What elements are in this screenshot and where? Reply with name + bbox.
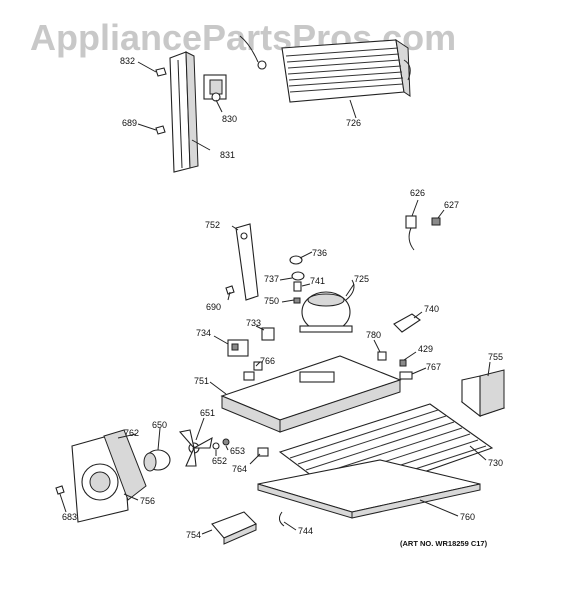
- label-832: 832: [120, 56, 135, 66]
- part-689-screw[interactable]: [155, 125, 166, 135]
- label-730: 730: [488, 458, 503, 468]
- part-760-drip-tray[interactable]: [257, 459, 481, 519]
- label-750: 750: [264, 296, 279, 306]
- part-766-clip[interactable]: [253, 361, 263, 371]
- part-726-condenser[interactable]: [239, 35, 411, 103]
- part-767-clip[interactable]: [399, 371, 413, 380]
- part-831-rail[interactable]: [169, 51, 199, 173]
- part-762-shroud-cover[interactable]: [103, 429, 147, 501]
- part-650-fan-motor[interactable]: [143, 449, 171, 472]
- part-labels: 832 689 830 831 726 626 627 752 736 737 …: [62, 56, 503, 540]
- part-733-overload[interactable]: [261, 327, 275, 341]
- label-741: 741: [310, 276, 325, 286]
- label-762: 762: [124, 428, 139, 438]
- label-736: 736: [312, 248, 327, 258]
- part-755-bracket[interactable]: [460, 369, 506, 418]
- label-754: 754: [186, 530, 201, 540]
- label-689: 689: [122, 118, 137, 128]
- label-734: 734: [196, 328, 211, 338]
- part-744-clip[interactable]: [278, 511, 285, 527]
- part-752-bracket[interactable]: [235, 223, 259, 301]
- label-766: 766: [260, 356, 275, 366]
- part-429-screw[interactable]: [399, 359, 407, 367]
- part-737-grommet[interactable]: [291, 271, 305, 281]
- part-741-sleeve[interactable]: [293, 281, 302, 292]
- label-764: 764: [232, 464, 247, 474]
- label-690: 690: [206, 302, 221, 312]
- label-831: 831: [220, 150, 235, 160]
- label-733: 733: [246, 318, 261, 328]
- label-744: 744: [298, 526, 313, 536]
- label-737: 737: [264, 274, 279, 284]
- part-750-clip[interactable]: [293, 297, 301, 304]
- part-626-sensor[interactable]: [405, 215, 417, 251]
- leader-lines: [59, 61, 491, 535]
- part-734-relay[interactable]: [227, 339, 249, 357]
- part-652-washer[interactable]: [212, 442, 220, 450]
- label-683: 683: [62, 512, 77, 522]
- label-752: 752: [205, 220, 220, 230]
- label-726: 726: [346, 118, 361, 128]
- part-627-clip[interactable]: [431, 217, 441, 226]
- part-830-bracket[interactable]: [203, 74, 227, 102]
- label-653: 653: [230, 446, 245, 456]
- label-429: 429: [418, 344, 433, 354]
- label-830: 830: [222, 114, 237, 124]
- part-780-clip[interactable]: [377, 351, 387, 361]
- label-767: 767: [426, 362, 441, 372]
- part-740-valve[interactable]: [393, 313, 421, 333]
- art-number: (ART NO. WR18259 C17): [400, 539, 488, 548]
- part-751-base-pan[interactable]: [220, 355, 402, 433]
- label-740: 740: [424, 304, 439, 314]
- label-760: 760: [460, 512, 475, 522]
- label-652: 652: [212, 456, 227, 466]
- part-832-screw[interactable]: [155, 67, 167, 77]
- part-764-clip[interactable]: [257, 447, 269, 457]
- label-626: 626: [410, 188, 425, 198]
- label-756: 756: [140, 496, 155, 506]
- label-650: 650: [152, 420, 167, 430]
- label-627: 627: [444, 200, 459, 210]
- label-751: 751: [194, 376, 209, 386]
- part-653-nut[interactable]: [222, 438, 230, 446]
- label-755: 755: [488, 352, 503, 362]
- part-754-bracket[interactable]: [211, 511, 257, 545]
- part-683-screw[interactable]: [55, 485, 65, 495]
- part-725-compressor[interactable]: [299, 279, 355, 333]
- part-736-grommet[interactable]: [289, 255, 303, 265]
- label-651: 651: [200, 408, 215, 418]
- part-651-fan-blade[interactable]: [178, 429, 213, 467]
- label-780: 780: [366, 330, 381, 340]
- label-725: 725: [354, 274, 369, 284]
- part-690-screw[interactable]: [225, 285, 235, 295]
